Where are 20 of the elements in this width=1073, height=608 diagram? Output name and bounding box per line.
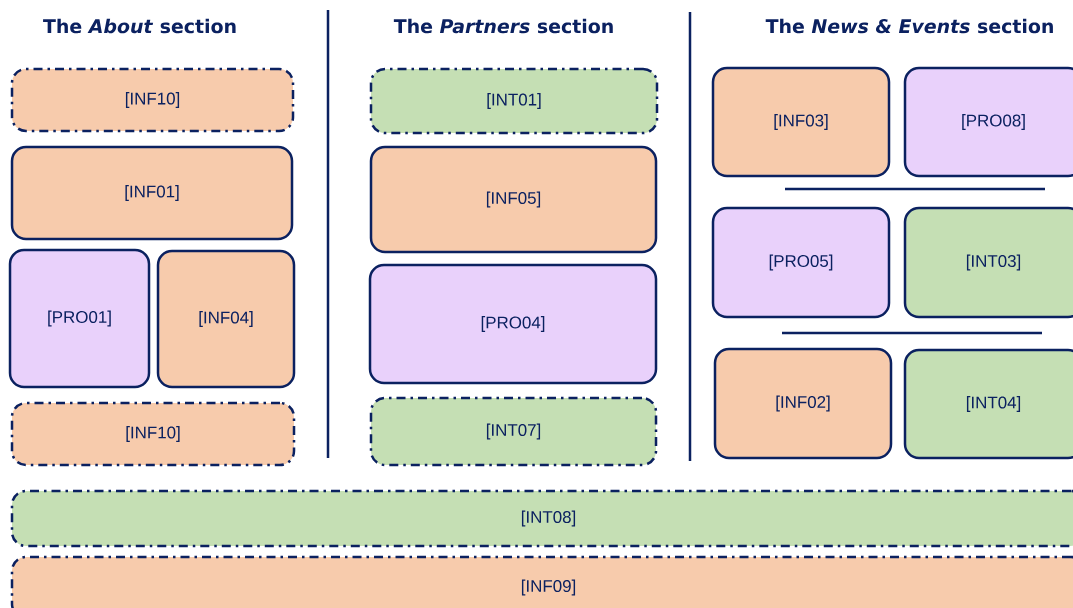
content-block: [INF01]	[10, 145, 294, 241]
dashed-content-block: [INF09]	[10, 555, 1073, 608]
content-block: [INT04]	[903, 348, 1073, 460]
dashed-content-block: [INT07]	[369, 396, 658, 467]
dashed-content-block: [INF10]	[10, 401, 296, 467]
dashed-content-block: [INT08]	[10, 489, 1073, 548]
section-heading: The About section	[43, 18, 236, 34]
dashed-content-block: [INT01]	[369, 67, 659, 135]
section-heading: The Partners section	[393, 18, 613, 34]
content-block: [INF03]	[711, 66, 891, 178]
content-block: [INT03]	[903, 206, 1073, 319]
section-heading: The News & Events section	[765, 18, 1053, 34]
content-block: [PRO04]	[368, 263, 658, 385]
content-block: [PRO01]	[8, 248, 151, 389]
content-block: [INF05]	[369, 145, 658, 254]
content-block: [PRO05]	[711, 206, 891, 319]
content-block: [INF04]	[156, 249, 296, 389]
dashed-content-block: [INF10]	[10, 67, 295, 133]
content-block: [PRO08]	[903, 66, 1073, 178]
content-block: [INF02]	[713, 347, 893, 460]
